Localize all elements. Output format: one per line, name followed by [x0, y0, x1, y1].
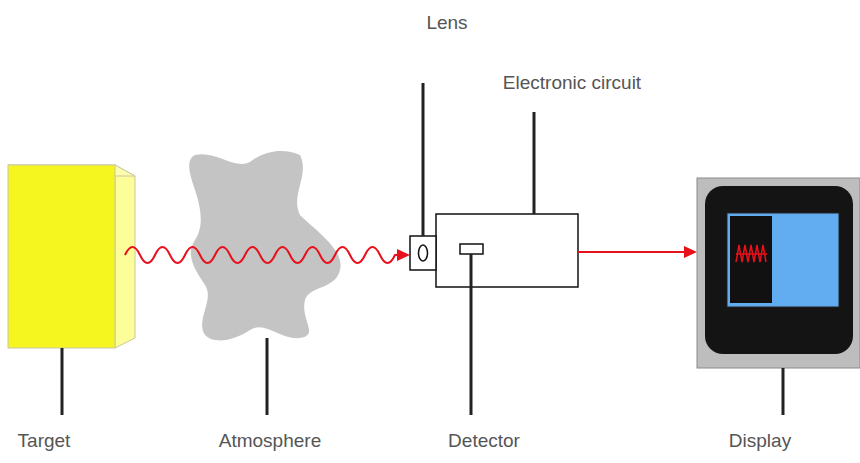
radiation-wave	[125, 247, 399, 263]
leader-line	[470, 254, 473, 415]
part-label: Electronic circuit	[503, 72, 641, 94]
signal-trace	[736, 253, 767, 255]
monitor-bezel	[705, 186, 853, 354]
arrow-head	[397, 249, 410, 261]
electronic-circuit-box	[436, 214, 578, 287]
part-label: Detector	[448, 430, 520, 452]
lens-box	[410, 236, 436, 270]
monitor-frame	[697, 178, 860, 368]
target-side	[115, 165, 135, 348]
atmosphere-cloud	[189, 151, 340, 340]
leader-line	[782, 368, 785, 415]
signal-line	[578, 251, 686, 253]
monitor-screen	[727, 213, 839, 307]
part-label: Atmosphere	[219, 430, 321, 452]
leader-line	[266, 338, 269, 415]
part-label: Lens	[426, 12, 467, 34]
leader-line	[533, 112, 536, 214]
arrow-head	[684, 246, 697, 258]
lens-symbol	[419, 245, 428, 261]
leader-line	[422, 83, 425, 236]
part-label: Target	[18, 430, 71, 452]
signal-trace	[736, 245, 766, 262]
detector-element	[460, 244, 483, 254]
target-block	[8, 165, 115, 348]
screen-panel	[730, 216, 772, 303]
part-label: Display	[729, 430, 791, 452]
leader-line	[61, 348, 64, 415]
